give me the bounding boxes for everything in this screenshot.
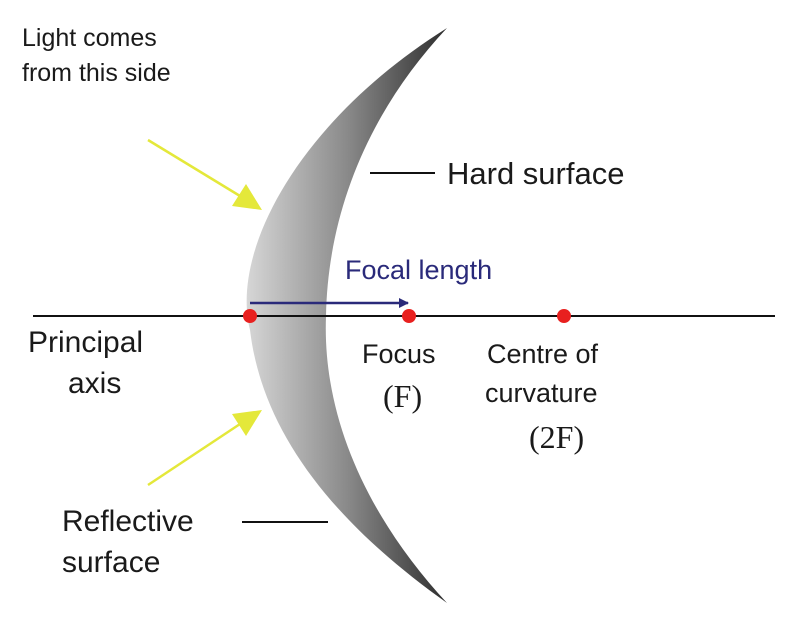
principal-axis-label-line1: Principal [28, 326, 143, 359]
centre-label-line1: Centre of [487, 339, 599, 369]
pole-point [243, 309, 257, 323]
reflective-surface-label-line1: Reflective [62, 505, 194, 538]
centre-of-curvature-point [557, 309, 571, 323]
light-arrow-lower [147, 410, 262, 487]
focus-symbol: (F) [383, 378, 422, 414]
light-label-line1: Light comes [22, 24, 157, 52]
centre-symbol: (2F) [529, 419, 584, 455]
reflective-surface-label-line2: surface [62, 546, 160, 579]
focal-length-label: Focal length [345, 255, 492, 285]
hard-surface-label: Hard surface [447, 156, 624, 191]
concave-mirror [246, 28, 447, 603]
focus-point [402, 309, 416, 323]
focus-label: Focus [362, 339, 436, 369]
centre-label-line2: curvature [485, 378, 598, 408]
principal-axis-label-line2: axis [68, 367, 121, 400]
light-arrow-upper [147, 138, 262, 210]
light-label-line2: from this side [22, 59, 171, 87]
